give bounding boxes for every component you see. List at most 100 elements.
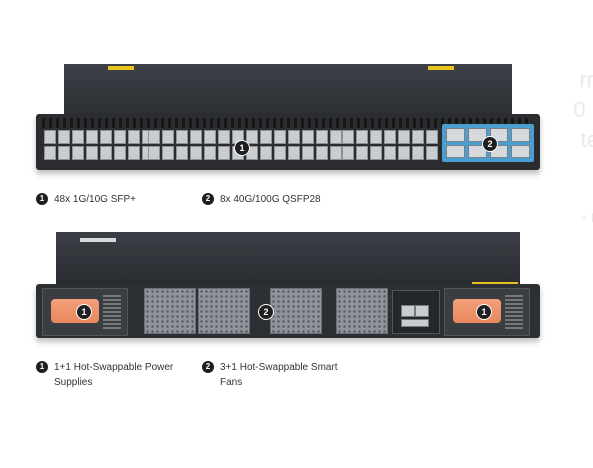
sfp-port xyxy=(426,146,438,160)
sfp-port xyxy=(288,130,300,144)
qsfp28-port xyxy=(511,128,530,142)
sfp-port xyxy=(260,130,272,144)
caption-qsfp: 2 8x 40G/100G QSFP28 xyxy=(202,192,321,207)
sfp-port xyxy=(128,130,140,144)
management-ports xyxy=(392,290,440,334)
fan-module-2 xyxy=(198,288,250,334)
caption-text: 3+1 Hot-Swappable Smart Fans xyxy=(220,362,338,388)
sfp-port xyxy=(72,130,84,144)
sfp-port-group-3 xyxy=(342,130,438,160)
sfp-port xyxy=(204,146,216,160)
sfp-port xyxy=(412,130,424,144)
caption-text: 1+1 Hot-Swappable Power Supplies xyxy=(54,362,174,388)
sfp-port xyxy=(204,130,216,144)
fan-module-4 xyxy=(336,288,388,334)
sfp-port xyxy=(44,130,56,144)
sfp-port xyxy=(370,146,382,160)
usb-port xyxy=(401,319,429,327)
sfp-port xyxy=(190,130,202,144)
sfp-port xyxy=(72,146,84,160)
front-vents xyxy=(42,118,532,128)
sfp-port xyxy=(274,130,286,144)
sfp-port xyxy=(114,146,126,160)
sfp-port xyxy=(86,130,98,144)
top-label-left xyxy=(108,66,134,70)
sfp-port xyxy=(316,146,328,160)
caption-text: 48x 1G/10G SFP+ xyxy=(54,194,136,205)
sfp-port xyxy=(356,146,368,160)
sfp-port xyxy=(148,146,160,160)
sfp-port xyxy=(100,130,112,144)
caption-badge: 2 xyxy=(202,361,214,373)
top-label-right xyxy=(428,66,454,70)
qsfp28-port xyxy=(446,128,465,142)
caption-badge: 2 xyxy=(202,193,214,205)
sfp-port xyxy=(100,146,112,160)
sfp-port xyxy=(384,146,396,160)
sfp-port xyxy=(302,130,314,144)
front-badge-2: 2 xyxy=(482,136,498,152)
sfp-port xyxy=(218,130,230,144)
rj45-port xyxy=(401,305,415,317)
ghost-text-3: te xyxy=(580,127,593,152)
rear-badge-1a: 1 xyxy=(76,304,92,320)
sfp-port-group-2 xyxy=(148,130,342,160)
sfp-port xyxy=(316,130,328,144)
rear-badge-2: 2 xyxy=(258,304,274,320)
qsfp28-port xyxy=(446,144,465,158)
rear-panel: 1 2 1 xyxy=(36,284,540,338)
sfp-port xyxy=(398,146,410,160)
qsfp28-port xyxy=(511,144,530,158)
sfp-port xyxy=(274,146,286,160)
ghost-text-1: rn xyxy=(579,67,593,92)
caption-fans: 2 3+1 Hot-Swappable Smart Fans xyxy=(202,360,352,390)
rear-label-left xyxy=(80,238,116,242)
sfp-port xyxy=(246,130,258,144)
caption-badge: 1 xyxy=(36,361,48,373)
front-badge-1: 1 xyxy=(234,140,250,156)
front-panel: 1 2 xyxy=(36,114,540,170)
fan-module-3 xyxy=(270,288,322,334)
sfp-port xyxy=(148,130,160,144)
ghost-text-4: + P xyxy=(580,211,593,225)
sfp-port xyxy=(190,146,202,160)
rj45-port xyxy=(415,305,429,317)
sfp-port xyxy=(330,130,342,144)
switch-front-view: 1 2 xyxy=(36,64,540,174)
caption-sfp: 1 48x 1G/10G SFP+ xyxy=(36,192,136,207)
chassis-top-rear xyxy=(56,232,520,286)
sfp-port xyxy=(342,130,354,144)
sfp-port xyxy=(176,130,188,144)
caption-text: 8x 40G/100G QSFP28 xyxy=(220,194,321,205)
sfp-port xyxy=(260,146,272,160)
sfp-port xyxy=(330,146,342,160)
sfp-port xyxy=(384,130,396,144)
fan-module-1 xyxy=(144,288,196,334)
sfp-port xyxy=(114,130,126,144)
sfp-port xyxy=(398,130,410,144)
sfp-port-group-1 xyxy=(44,130,154,160)
sfp-port xyxy=(44,146,56,160)
sfp-port xyxy=(356,130,368,144)
ghost-text-2: 0 ( xyxy=(573,97,593,122)
sfp-port xyxy=(176,146,188,160)
psu-grille xyxy=(103,295,121,329)
sfp-port xyxy=(58,146,70,160)
sfp-port xyxy=(288,146,300,160)
caption-power: 1 1+1 Hot-Swappable Power Supplies xyxy=(36,360,186,390)
sfp-port xyxy=(162,130,174,144)
qsfp28-port xyxy=(467,128,487,142)
sfp-port xyxy=(128,146,140,160)
sfp-port xyxy=(218,146,230,160)
switch-back-view: 1 2 1 xyxy=(36,232,540,342)
sfp-port xyxy=(342,146,354,160)
rear-badge-1b: 1 xyxy=(476,304,492,320)
sfp-port xyxy=(86,146,98,160)
sfp-port xyxy=(302,146,314,160)
sfp-port xyxy=(162,146,174,160)
sfp-port xyxy=(370,130,382,144)
caption-badge: 1 xyxy=(36,193,48,205)
sfp-port xyxy=(426,130,438,144)
psu-grille xyxy=(505,295,523,329)
sfp-port xyxy=(412,146,424,160)
